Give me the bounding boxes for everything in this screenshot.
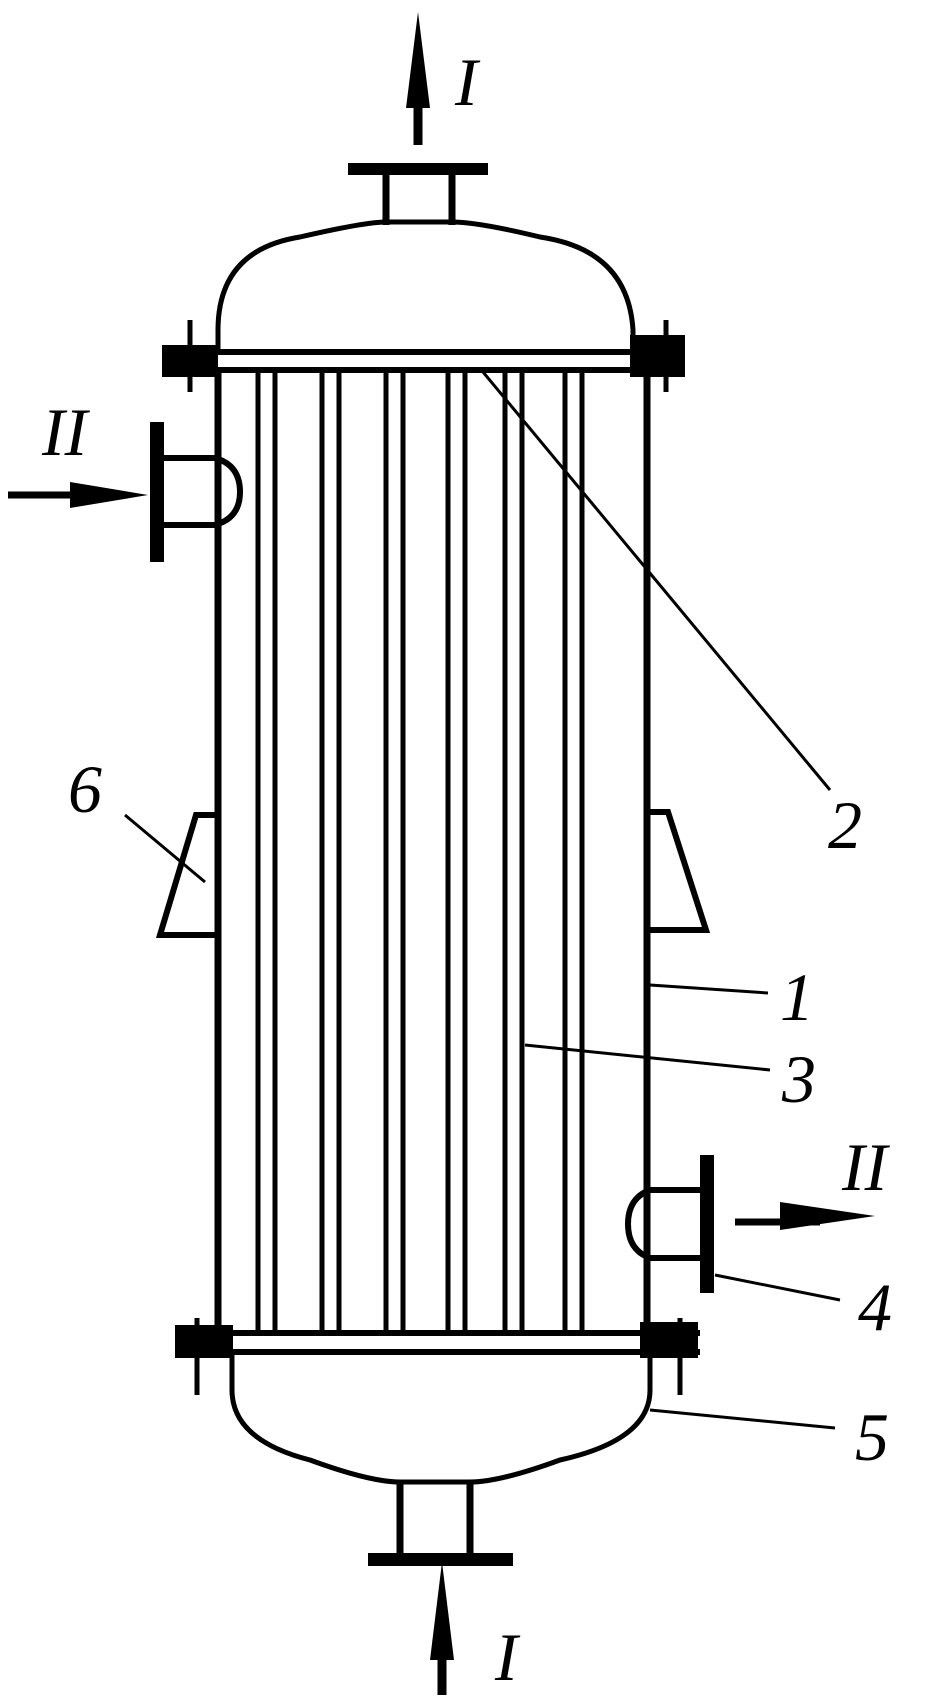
callout-1: 1 <box>780 959 814 1035</box>
support-lug-left <box>155 812 218 938</box>
shell-inlet-nozzle <box>150 422 244 562</box>
shell-inlet-arrow <box>8 482 148 508</box>
tube <box>562 372 585 1330</box>
leader-4 <box>714 1273 841 1302</box>
leader-6 <box>124 813 206 884</box>
label-flow-i-bottom: I <box>494 1619 521 1695</box>
shell-outlet-nozzle <box>624 1155 714 1293</box>
top-flange <box>162 320 685 392</box>
callout-4: 4 <box>858 1269 892 1345</box>
top-head <box>215 219 636 350</box>
tube <box>445 372 468 1330</box>
bottom-flange <box>175 1318 700 1395</box>
label-flow-ii-left: II <box>41 394 91 470</box>
callout-6: 6 <box>68 751 102 827</box>
bottom-nozzle <box>368 1482 513 1566</box>
callout-5: 5 <box>855 1399 889 1475</box>
leader-2 <box>481 371 832 791</box>
support-lug-right <box>647 809 711 933</box>
leader-3 <box>524 1043 771 1072</box>
shell-outlet-arrow <box>735 1202 875 1230</box>
tube <box>383 372 406 1330</box>
top-nozzle <box>348 163 488 225</box>
callout-2: 2 <box>828 787 862 863</box>
leader-1 <box>649 983 769 995</box>
tube <box>502 372 525 1330</box>
callout-3: 3 <box>781 1041 816 1117</box>
label-flow-i-top: I <box>454 44 481 120</box>
leader-lines <box>124 371 841 1430</box>
bottom-inlet-arrow <box>430 1562 454 1695</box>
leader-5 <box>649 1408 836 1430</box>
bottom-head <box>229 1355 653 1485</box>
label-flow-ii-right: II <box>841 1129 891 1205</box>
tube-bundle <box>255 372 585 1330</box>
tube <box>319 372 342 1330</box>
tube <box>255 372 278 1330</box>
shell <box>214 372 651 1330</box>
top-outlet-arrow <box>406 12 430 145</box>
